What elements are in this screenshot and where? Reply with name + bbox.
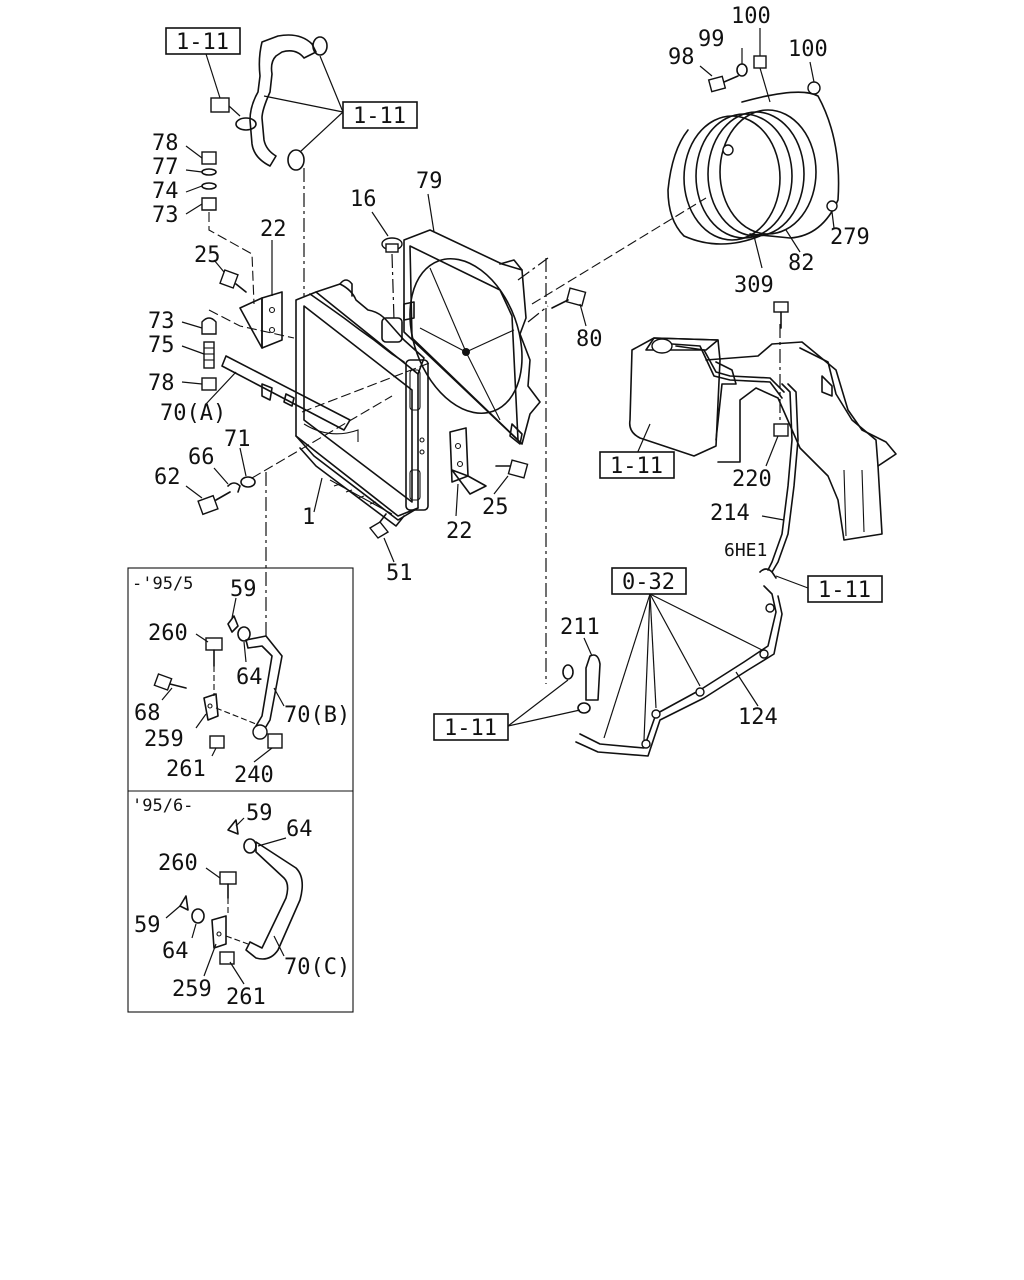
callout-59: 59 xyxy=(246,801,273,826)
ref-box-top-left[interactable]: 1-11 xyxy=(165,27,241,55)
clip-66 xyxy=(227,482,241,493)
callout-261: 261 xyxy=(226,985,266,1010)
fan-shroud-79 xyxy=(403,229,541,445)
callout-260: 260 xyxy=(158,851,198,876)
callout-73: 73 xyxy=(148,309,175,334)
callout-214: 214 xyxy=(710,501,750,526)
callout-240: 240 xyxy=(234,763,274,788)
callout-25: 25 xyxy=(194,243,221,268)
variant-upper-parts xyxy=(153,615,283,749)
engine-model-label: 6HE1 xyxy=(724,540,767,561)
washer-71 xyxy=(240,476,256,488)
nut-100 xyxy=(753,55,767,69)
svg-text:1-11: 1-11 xyxy=(610,454,663,479)
upper-radiator-hose xyxy=(210,34,328,171)
callout-124: 124 xyxy=(738,705,778,730)
callout-100: 100 xyxy=(788,37,828,62)
callout-59: 59 xyxy=(134,913,161,938)
callout-78: 78 xyxy=(148,371,175,396)
callout-25: 25 xyxy=(482,495,509,520)
callout-259: 259 xyxy=(144,727,184,752)
svg-text:0-32: 0-32 xyxy=(622,570,675,595)
drain-cock-51 xyxy=(368,513,390,539)
ref-box-top-hose[interactable]: 1-11 xyxy=(342,101,418,129)
callout-64: 64 xyxy=(286,817,313,842)
reservoir-tank xyxy=(628,337,897,541)
callout-66: 66 xyxy=(188,445,215,470)
variant-lower-parts xyxy=(179,819,304,965)
fastener-stack-upper xyxy=(201,151,217,211)
callout-74: 74 xyxy=(152,179,179,204)
callout-211: 211 xyxy=(560,615,600,640)
callout-68: 68 xyxy=(134,701,161,726)
callout-259: 259 xyxy=(172,977,212,1002)
bolt-62 xyxy=(197,491,231,516)
variant-frame xyxy=(127,567,354,1013)
svg-text:1-11: 1-11 xyxy=(353,104,406,129)
stay-bar-70a xyxy=(221,355,351,431)
ref-box-clip[interactable]: 0-32 xyxy=(611,567,687,595)
callout-80: 80 xyxy=(576,327,603,352)
callout-62: 62 xyxy=(154,465,181,490)
callout-1: 1 xyxy=(302,505,315,530)
radiator-cap-16 xyxy=(381,237,403,253)
overflow-pipe-214 xyxy=(767,383,799,573)
callout-75: 75 xyxy=(148,333,175,358)
callout-64: 64 xyxy=(162,939,189,964)
bolt-25-right xyxy=(495,459,529,479)
ref-box-pipe-right[interactable]: 1-11 xyxy=(807,575,883,603)
callout-64: 64 xyxy=(236,665,263,690)
callout-261: 261 xyxy=(166,757,206,782)
svg-text:1-11: 1-11 xyxy=(176,30,229,55)
fastener-stack-lower xyxy=(201,317,217,391)
hose-211 xyxy=(562,654,601,714)
callout-100: 100 xyxy=(731,4,771,29)
callout-22: 22 xyxy=(260,217,287,242)
callout-98: 98 xyxy=(668,45,695,70)
callout-59: 59 xyxy=(230,577,257,602)
callout-labels: 100 99 98 100 279 82 309 78 77 74 73 22 … xyxy=(134,4,870,1010)
pipe-124 xyxy=(575,585,783,757)
callout-71: 71 xyxy=(224,427,251,452)
bolt-98 xyxy=(707,75,739,93)
callout-70a: 70(A) xyxy=(160,401,226,426)
callout-22: 22 xyxy=(446,519,473,544)
radiator-core xyxy=(295,279,429,527)
svg-text:1-11: 1-11 xyxy=(818,578,871,603)
bolt-25-left xyxy=(219,269,247,293)
callout-16: 16 xyxy=(350,187,377,212)
callout-77: 77 xyxy=(152,155,179,180)
callout-82: 82 xyxy=(788,251,815,276)
nut-220 xyxy=(773,423,789,437)
callout-99: 99 xyxy=(698,27,725,52)
callout-279: 279 xyxy=(830,225,870,250)
clamp-214 xyxy=(759,568,777,579)
washer-99 xyxy=(736,63,748,77)
bolt-top-tank xyxy=(773,301,789,329)
ref-box-tank[interactable]: 1-11 xyxy=(599,451,675,479)
bracket-22-lower xyxy=(449,427,487,495)
callout-78: 78 xyxy=(152,131,179,156)
variant-top-title: -'95/5 xyxy=(132,574,193,594)
callout-309: 309 xyxy=(734,273,774,298)
bolt-80 xyxy=(551,287,587,309)
callout-51: 51 xyxy=(386,561,413,586)
callout-70b: 70(B) xyxy=(284,703,350,728)
svg-text:1-11: 1-11 xyxy=(444,716,497,741)
callout-79: 79 xyxy=(416,169,443,194)
callout-73: 73 xyxy=(152,203,179,228)
bracket-22-upper xyxy=(239,291,283,349)
callout-70c: 70(C) xyxy=(284,955,350,980)
fan-shroud-ring xyxy=(667,81,840,245)
variant-bottom-title: '95/6- xyxy=(132,796,193,816)
callout-260: 260 xyxy=(148,621,188,646)
ref-box-hose-bottom[interactable]: 1-11 xyxy=(433,713,509,741)
callout-220: 220 xyxy=(732,467,772,492)
